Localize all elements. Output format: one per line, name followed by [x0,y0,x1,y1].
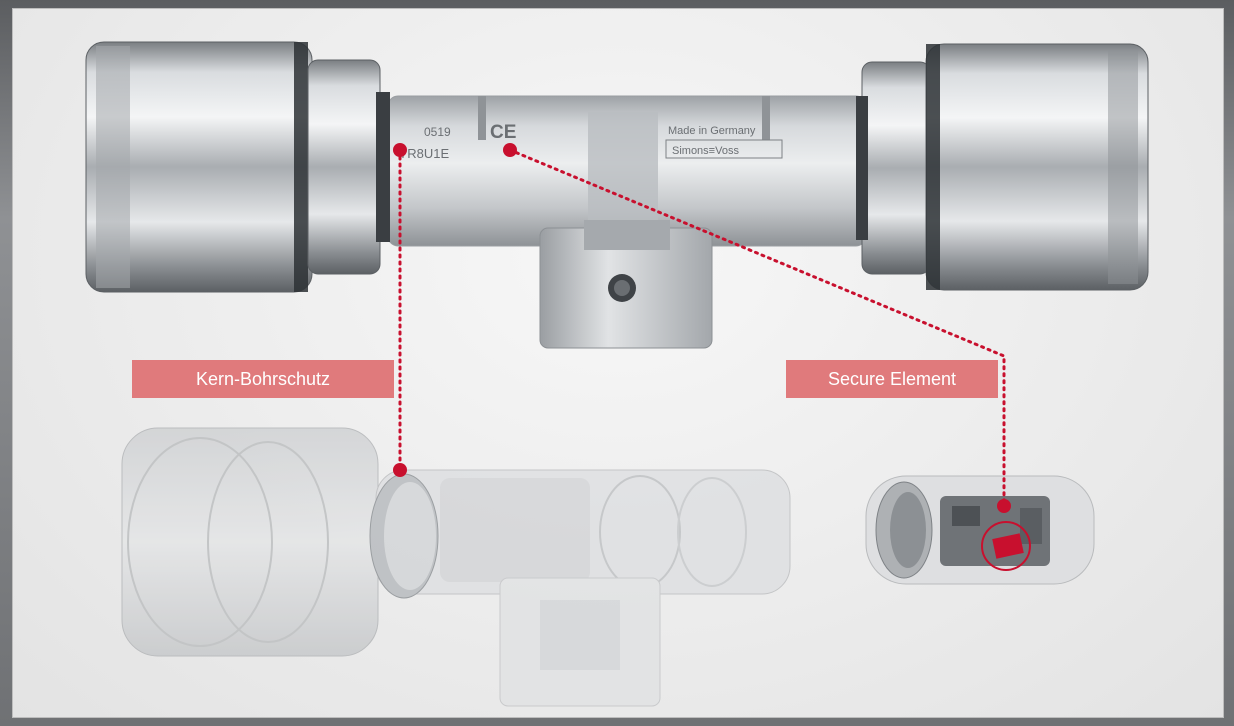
cylinder-body-waist [588,112,658,238]
ce-mark: CE [490,122,516,143]
cylinder-cam-slot [584,220,670,250]
brand-name: Simons≡Voss [672,145,739,157]
callout-label-drill-protection: Kern-Bohrschutz [132,360,394,398]
secure-element-ring [981,521,1031,571]
marker-dot [393,143,407,157]
brand-plate [665,139,783,159]
xray-knob [121,427,379,657]
callout-label-secure-element: Secure Element [786,360,998,398]
electronic-insert [865,475,1095,585]
cylinder-body-notch [478,96,486,140]
marker-dot [503,143,517,157]
engraving-code-top: 0519 [424,125,451,139]
engraving-code-bottom: 7R8U1E [400,146,449,161]
callout-markers [393,143,1011,513]
callout-leaders [398,148,1006,508]
secure-element-chip [992,533,1024,559]
engraving: 0519 7R8U1E CE Made in Germany Simons≡Vo… [400,122,783,161]
right-knob-collar [861,61,931,275]
cylinder-body-notch [762,96,770,140]
made-in-germany: Made in Germany [668,125,756,137]
marker-dot [393,463,407,477]
xray-cylinder [121,427,791,707]
assembled-lock-cylinder [85,41,1149,349]
left-knob-collar [307,59,381,275]
marker-dot [997,499,1011,513]
leader-line-secure-element [508,148,1006,508]
